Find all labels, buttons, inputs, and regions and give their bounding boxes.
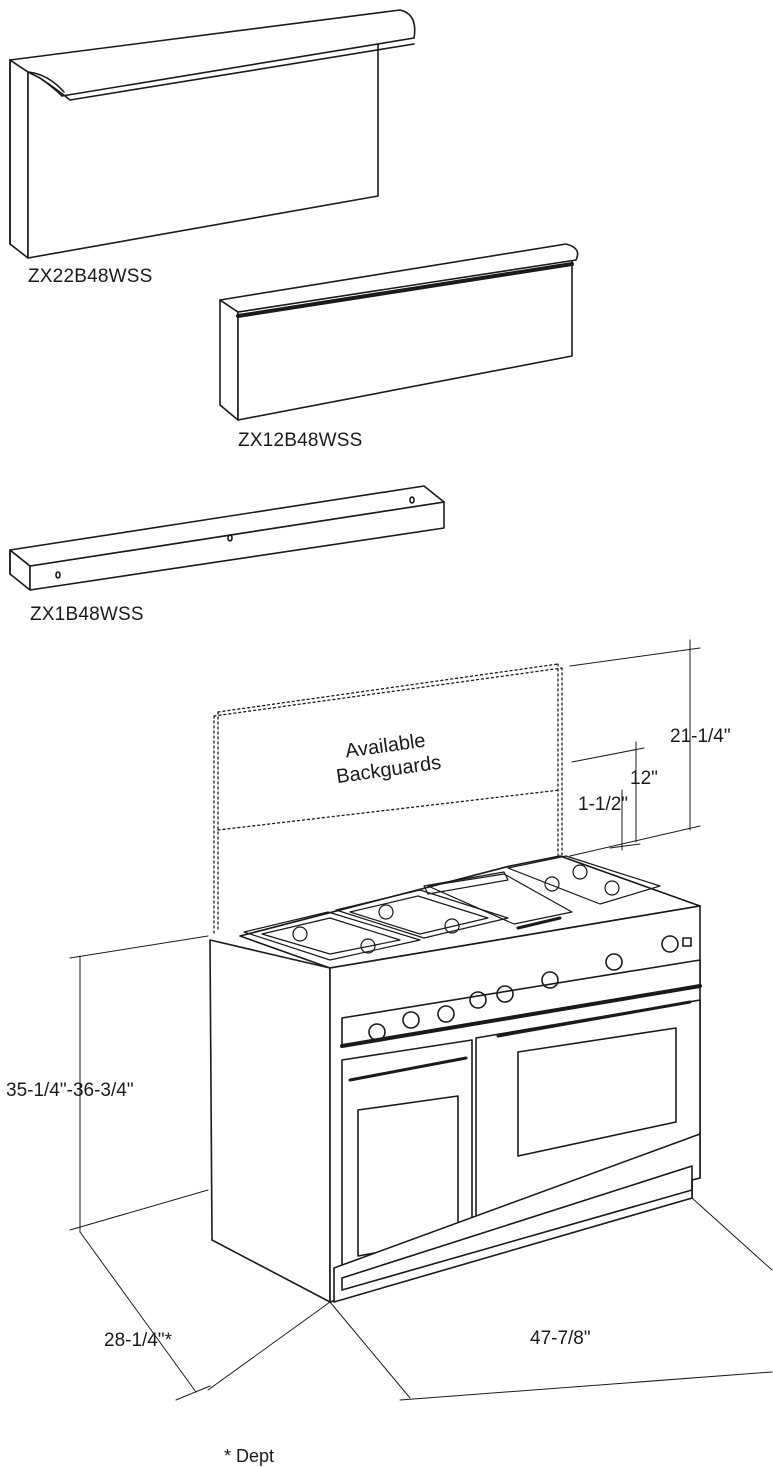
backguard-tall-drawing — [9, 9, 416, 259]
dim-mid-height: 12" — [630, 768, 658, 789]
footnote: * Dept — [224, 1446, 275, 1466]
model-label-low: ZX1B48WSS — [30, 604, 144, 625]
dimension-lines — [69, 639, 773, 1401]
model-label-mid: ZX12B48WSS — [238, 430, 363, 451]
dim-tall-height: 21-1/4" — [670, 726, 731, 747]
backguard-mid-drawing — [219, 243, 579, 421]
range-drawing — [209, 855, 702, 1303]
backguard-low-drawing — [9, 485, 445, 591]
dim-low-height: 1-1/2" — [578, 794, 629, 815]
dim-width: 47-7/8" — [530, 1328, 591, 1349]
backguard-outline-dotted — [213, 663, 563, 937]
model-label-tall: ZX22B48WSS — [28, 266, 153, 287]
dim-depth: 28-1/4"* — [104, 1330, 173, 1351]
dim-range-height: 35-1/4"-36-3/4" — [6, 1080, 134, 1101]
